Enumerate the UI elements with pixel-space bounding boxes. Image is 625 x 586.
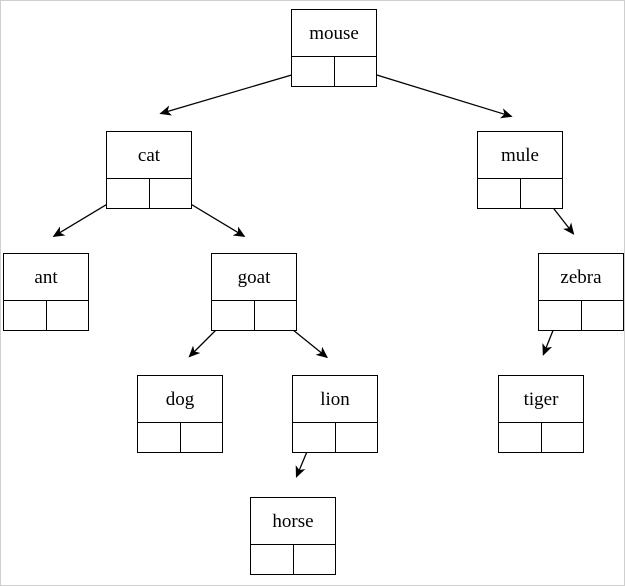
tree-node-mule[interactable]: mule — [477, 131, 563, 209]
tree-node-tiger[interactable]: tiger — [498, 375, 584, 453]
left-pointer-cell[interactable] — [292, 57, 335, 86]
edge-mouse-to-mule — [353, 67, 513, 119]
right-pointer-cell[interactable] — [335, 57, 377, 86]
node-pointer-row — [251, 545, 335, 574]
node-label: goat — [212, 254, 296, 301]
node-label: mouse — [292, 10, 376, 57]
tree-node-goat[interactable]: goat — [211, 253, 297, 331]
node-label: lion — [293, 376, 377, 423]
node-pointer-row — [539, 301, 623, 330]
tree-node-mouse[interactable]: mouse — [291, 9, 377, 87]
tree-node-ant[interactable]: ant — [3, 253, 89, 331]
right-pointer-cell[interactable] — [582, 301, 624, 330]
node-pointer-row — [499, 423, 583, 452]
node-pointer-row — [212, 301, 296, 330]
node-label: ant — [4, 254, 88, 301]
left-pointer-cell[interactable] — [251, 545, 294, 574]
tree-node-zebra[interactable]: zebra — [538, 253, 624, 331]
right-pointer-cell[interactable] — [47, 301, 89, 330]
tree-node-dog[interactable]: dog — [137, 375, 223, 453]
right-pointer-cell[interactable] — [255, 301, 297, 330]
node-label: cat — [107, 132, 191, 179]
right-pointer-cell[interactable] — [150, 179, 192, 208]
node-pointer-row — [478, 179, 562, 208]
node-pointer-row — [292, 57, 376, 86]
node-label: horse — [251, 498, 335, 545]
edge-mouse-to-cat — [159, 68, 313, 116]
left-pointer-cell[interactable] — [478, 179, 521, 208]
tree-node-lion[interactable]: lion — [292, 375, 378, 453]
left-pointer-cell[interactable] — [293, 423, 336, 452]
left-pointer-cell[interactable] — [539, 301, 582, 330]
left-pointer-cell[interactable] — [499, 423, 542, 452]
right-pointer-cell[interactable] — [542, 423, 584, 452]
right-pointer-cell[interactable] — [294, 545, 336, 574]
node-pointer-row — [138, 423, 222, 452]
tree-node-cat[interactable]: cat — [106, 131, 192, 209]
node-label: mule — [478, 132, 562, 179]
node-label: tiger — [499, 376, 583, 423]
node-label: zebra — [539, 254, 623, 301]
right-pointer-cell[interactable] — [336, 423, 378, 452]
node-pointer-row — [107, 179, 191, 208]
right-pointer-cell[interactable] — [181, 423, 223, 452]
node-label: dog — [138, 376, 222, 423]
node-pointer-row — [4, 301, 88, 330]
left-pointer-cell[interactable] — [138, 423, 181, 452]
left-pointer-cell[interactable] — [4, 301, 47, 330]
node-pointer-row — [293, 423, 377, 452]
left-pointer-cell[interactable] — [107, 179, 150, 208]
left-pointer-cell[interactable] — [212, 301, 255, 330]
tree-node-horse[interactable]: horse — [250, 497, 336, 575]
right-pointer-cell[interactable] — [521, 179, 563, 208]
